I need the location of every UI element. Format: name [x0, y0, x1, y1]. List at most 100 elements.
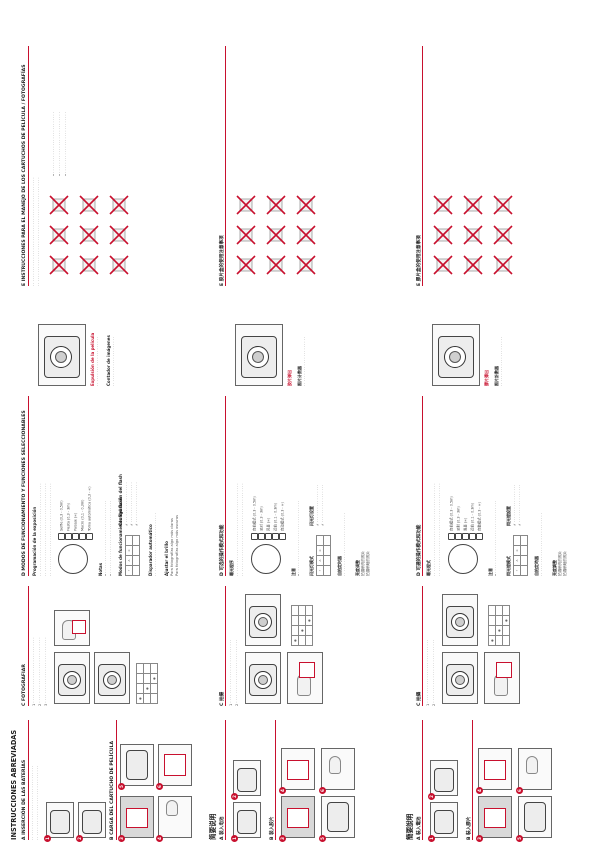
do-not-illustration	[492, 254, 514, 276]
body-text: • · · · · · · · · · · · · · · · · · · · …	[58, 112, 62, 176]
brightness-lighter: Para fotografías algo más claras	[170, 518, 174, 576]
do-not-illustration	[462, 194, 484, 216]
exposure-grid: ● ● ●	[488, 605, 510, 646]
section-rule	[28, 720, 29, 840]
do-not-illustration	[78, 254, 100, 276]
do-not-illustration	[78, 224, 100, 246]
body-text: · · · · · · · · · · · · · · · · · · · · …	[540, 513, 544, 576]
lens-core	[67, 675, 77, 685]
flash-grid: ⚡A⊘	[125, 535, 140, 576]
body-text: · · · · · · · · · · · · · · · · · · · · …	[154, 513, 158, 576]
landscape-icon	[462, 533, 469, 540]
column-header: INSTRUCCIONES ABREVIADAS	[10, 729, 18, 840]
column-header: 簡要說明	[406, 813, 414, 840]
body-text: • · · · · · · · · · · · · · · · · · · · …	[109, 500, 113, 576]
eject-heading: 胶片弹出	[287, 370, 292, 386]
exposure-grid: ● ● ●	[291, 605, 313, 646]
section-rule	[225, 396, 226, 576]
section-subtitle-d: 曝光程序	[229, 560, 234, 576]
mode-row: 自動模式 (0.3 - ∞)	[476, 502, 483, 540]
section-title-d: D MODOS DE FUNCIONAMIENTO Y FUNCIONES SE…	[22, 410, 27, 576]
flash-grid: ⚡A⊘	[513, 535, 528, 576]
lens-core	[252, 351, 264, 363]
step-badge: 6	[516, 787, 523, 794]
eject-heading: Expulsión de la película	[90, 332, 95, 386]
camera-illustration	[327, 802, 349, 832]
party-icon	[65, 533, 72, 540]
body-text: ⚡ · · · · · · · · · · · · · · · · · ·	[125, 482, 129, 526]
section-rule	[422, 396, 423, 576]
section-rule	[225, 720, 226, 840]
flash-grid: ⚡A⊘	[316, 535, 331, 576]
mode-row: 自拍模式 (0.3 - 0.5m)	[251, 496, 258, 540]
party-icon	[455, 533, 462, 540]
section-rule	[116, 720, 117, 840]
landscape-icon	[72, 533, 79, 540]
do-not-illustration	[295, 224, 317, 246]
camera-illustration	[237, 810, 257, 834]
step-badge: 5	[516, 835, 523, 842]
film-sheet	[72, 620, 86, 634]
lens-core	[449, 351, 461, 363]
do-not-illustration	[432, 224, 454, 246]
lens-core	[455, 675, 465, 685]
lens-core	[455, 617, 465, 627]
party-icon	[258, 533, 265, 540]
macro-icon	[79, 533, 86, 540]
step-badge: 1	[428, 835, 435, 842]
body-text: · · · · · · · · · · · · · · · · · · · · …	[500, 336, 504, 386]
body-text: ⚡ · · · · · · · · · · · · · · · · ·	[513, 484, 517, 526]
do-not-illustration	[235, 254, 257, 276]
step-badge: 3	[279, 835, 286, 842]
flash-config-heading: 闪光灯设置	[309, 506, 314, 526]
mode-row: Toma automática (0,3 - ∞)	[86, 486, 93, 540]
camera-illustration	[524, 802, 546, 832]
step-badge: 4	[156, 835, 163, 842]
film-sheet	[496, 662, 512, 678]
macro-icon	[469, 533, 476, 540]
do-not-illustration	[48, 194, 70, 216]
body-text: ⚡ · · · · · · · · · · · · · · · · · ·	[130, 482, 134, 526]
auto-icon	[86, 533, 93, 540]
auto-icon	[476, 533, 483, 540]
section-rule	[28, 396, 29, 576]
section-title-a: A INSERCIÓN DE LAS BATERÍAS	[22, 759, 27, 840]
body-text: · · · · · · · · · · · · · · · · · · · · …	[39, 483, 43, 576]
hand-illustration	[166, 800, 178, 816]
flash-modes-heading: 闪光灯模式	[309, 556, 314, 576]
do-not-illustration	[265, 194, 287, 216]
step-badge: 6	[156, 783, 163, 790]
body-text: · · · · · · · · · · · · · · · · · · · · …	[241, 483, 245, 576]
film-cartridge	[126, 808, 148, 828]
camera-illustration	[434, 768, 454, 792]
do-not-illustration	[432, 194, 454, 216]
camera-illustration	[237, 768, 257, 792]
selfie-icon	[448, 533, 455, 540]
step-badge: 6	[319, 787, 326, 794]
body-text: 1 · · · · · · · · · · · · · · · · · · · …	[426, 639, 430, 706]
flash-modes-heading: 閃光燈模式	[506, 556, 511, 576]
film-cartridge	[484, 760, 506, 780]
brightness-lighter: 拍攝稍亮的照片	[558, 550, 562, 576]
step-badge: 1	[231, 835, 238, 842]
body-text: ⚡ · · · · · · · · · · · · · · · · ·	[518, 484, 522, 526]
body-text: · · · · · · · · · · · · · · · · · · · · …	[32, 177, 36, 286]
brightness-darker: 拍攝稍暗的照片	[563, 550, 567, 576]
body-text: ⚡ · · · · · · · · · · · · · · · · · ·	[135, 482, 139, 526]
selfie-icon	[251, 533, 258, 540]
mode-dial	[58, 544, 88, 574]
lens-core	[258, 617, 268, 627]
section-subtitle-d: Programación de la exposición	[32, 506, 37, 576]
mode-row: 自动模式 (0.3 - ∞)	[279, 502, 286, 540]
section-title-e: E INSTRUCCIONES PARA EL MANEJO DE LOS CA…	[22, 64, 27, 286]
step-badge: 5	[319, 835, 326, 842]
body-text: 1 · · · · · · · · · · · · · · · · · · · …	[229, 639, 233, 706]
hand-illustration	[329, 756, 341, 774]
film-cartridge	[287, 808, 309, 828]
column-spanish: INSTRUCCIONES ABREVIADAS A INSERCIÓN DE …	[8, 4, 198, 846]
brightness-lighter: 拍摄稍亮的照片	[361, 550, 365, 576]
section-rule	[28, 586, 29, 706]
body-text: • · · · · · · · · · · · · · · · · · · · …	[64, 112, 68, 176]
section-rule	[422, 720, 423, 840]
